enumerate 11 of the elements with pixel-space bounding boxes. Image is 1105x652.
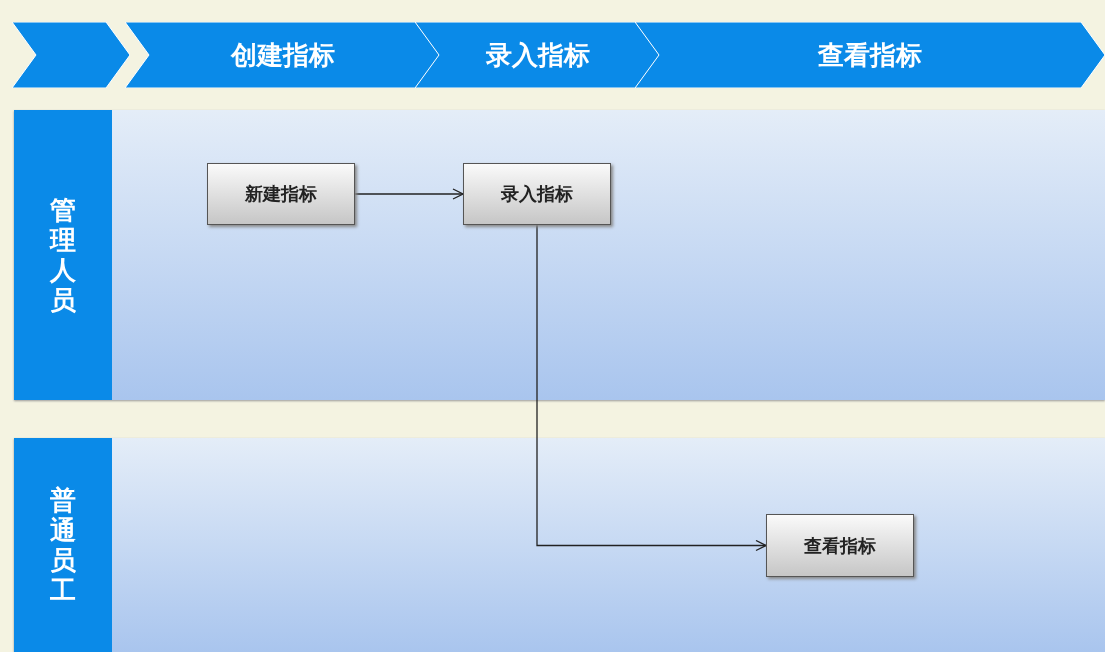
swimlane bbox=[14, 438, 1105, 652]
chevron-step bbox=[12, 22, 130, 88]
lane-title: 管理人员 bbox=[48, 195, 77, 315]
swimlane bbox=[14, 110, 1105, 400]
arrow bbox=[536, 224, 767, 552]
lane-title: 普通员工 bbox=[49, 485, 77, 605]
chevron-step: 查看指标 bbox=[635, 22, 1105, 88]
process-box: 新建指标 bbox=[207, 163, 355, 225]
arrow bbox=[354, 188, 464, 200]
process-box: 录入指标 bbox=[463, 163, 611, 225]
process-box: 查看指标 bbox=[766, 514, 914, 577]
